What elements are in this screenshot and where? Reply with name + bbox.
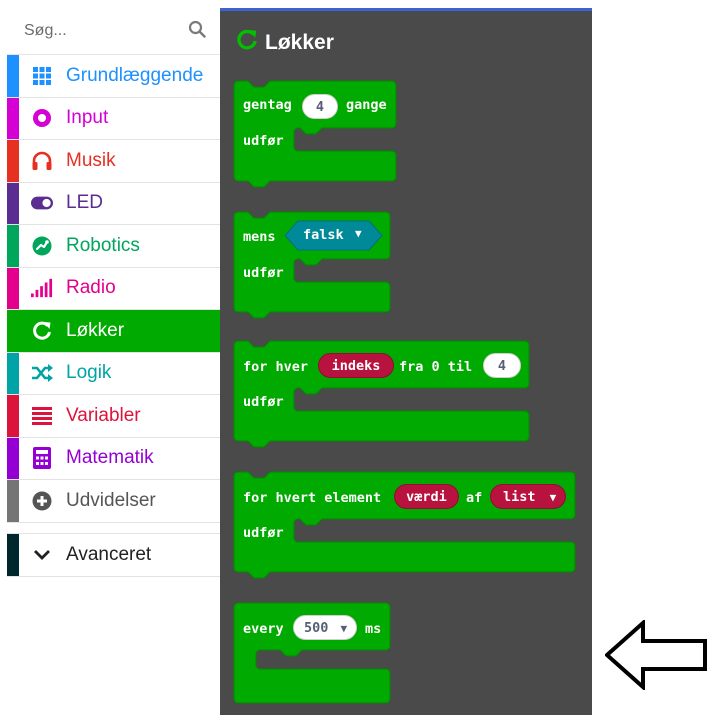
condition-hexagon-shape xyxy=(284,220,383,251)
category-musik[interactable]: Musik xyxy=(7,140,220,183)
calculator-icon xyxy=(31,447,53,470)
category-loekker[interactable]: Løkker xyxy=(7,310,220,353)
category-grundlaeggende[interactable]: Grundlæggende xyxy=(7,55,220,98)
category-color-strip xyxy=(7,140,19,182)
refresh-icon xyxy=(235,28,259,58)
plus-circle-icon xyxy=(31,490,53,512)
every-keyword: every xyxy=(243,621,284,637)
category-color-strip xyxy=(7,182,19,224)
repeat-block-shape xyxy=(233,80,397,188)
left-arrow-icon xyxy=(603,618,709,695)
category-udvidelser[interactable]: Udvidelser xyxy=(7,480,220,523)
category-label: Avanceret xyxy=(66,543,152,565)
for-each-keyword: for hvert element xyxy=(243,490,382,506)
interval-value: 500 xyxy=(304,620,329,636)
category-label: LED xyxy=(66,192,103,214)
for-of-block-shape xyxy=(233,471,576,579)
index-variable-pill[interactable]: indeks xyxy=(318,353,394,378)
for-index-block-shape xyxy=(233,340,530,448)
headphones-icon xyxy=(31,150,53,172)
category-label: Radio xyxy=(66,277,116,299)
repeat-count-input[interactable]: 4 xyxy=(302,94,338,119)
toggle-icon xyxy=(31,192,53,214)
category-label: Robotics xyxy=(66,234,140,256)
category-color-strip xyxy=(7,267,19,309)
category-variabler[interactable]: Variabler xyxy=(7,395,220,438)
shuffle-icon xyxy=(31,362,53,384)
repeat-keyword: gentag xyxy=(243,97,292,113)
category-color-strip xyxy=(7,395,19,437)
search-box[interactable]: Søg... xyxy=(7,8,220,55)
category-logik[interactable]: Logik xyxy=(7,352,220,395)
category-radio[interactable]: Radio xyxy=(7,267,220,310)
category-matematik[interactable]: Matematik xyxy=(7,437,220,480)
for-range-label: fra 0 til xyxy=(399,359,473,375)
list-dropdown[interactable]: list ▼ xyxy=(490,484,566,509)
flyout-title: Løkker xyxy=(235,28,334,58)
chevron-down-icon xyxy=(31,544,53,566)
category-color-strip xyxy=(7,97,19,139)
signal-bars-icon xyxy=(31,277,53,299)
repeat-do-label: udfør xyxy=(243,133,284,149)
category-label: Variabler xyxy=(66,404,141,426)
search-icon[interactable] xyxy=(188,20,206,43)
category-label: Logik xyxy=(66,362,112,384)
category-robotics[interactable]: Robotics xyxy=(7,225,220,268)
every-block[interactable]: every 500 ▼ ms xyxy=(233,602,394,709)
every-unit-label: ms xyxy=(365,621,382,637)
repeat-block[interactable]: gentag 4 gange udfør xyxy=(233,80,399,193)
list-dropdown-value: list xyxy=(503,489,536,505)
flyout-title-label: Løkker xyxy=(265,31,334,54)
dropdown-caret-icon: ▼ xyxy=(549,491,557,504)
condition-dropdown[interactable]: falsk ▼ xyxy=(284,220,383,251)
blocks-flyout: Løkker gentag 4 gange udfør mens falsk ▼… xyxy=(220,8,592,715)
category-color-strip xyxy=(7,533,19,576)
while-block[interactable]: mens falsk ▼ udfør xyxy=(233,211,394,322)
input-circle-icon xyxy=(31,107,53,129)
category-led[interactable]: LED xyxy=(7,182,220,225)
value-variable-pill[interactable]: værdi xyxy=(394,484,459,509)
category-label: Input xyxy=(66,107,109,129)
category-label: Grundlæggende xyxy=(66,64,204,86)
for-keyword: for hver xyxy=(243,359,309,375)
category-color-strip xyxy=(7,352,19,394)
condition-value: falsk xyxy=(303,227,344,243)
category-label: Udvidelser xyxy=(66,489,156,511)
dropdown-caret-icon: ▼ xyxy=(340,622,348,635)
category-label: Løkker xyxy=(66,319,125,341)
while-keyword: mens xyxy=(243,229,276,245)
list-lines-icon xyxy=(31,405,53,427)
for-of-label: af xyxy=(466,490,483,506)
category-color-strip xyxy=(7,225,19,267)
category-label: Musik xyxy=(66,149,116,171)
for-index-block[interactable]: for hver indeks fra 0 til 4 udfør xyxy=(233,340,534,453)
for-of-block[interactable]: for hvert element værdi af list ▼ udfør xyxy=(233,471,579,584)
category-color-strip xyxy=(7,437,19,479)
refresh-icon xyxy=(31,320,53,342)
for-do-label: udfør xyxy=(243,394,284,410)
category-avanceret[interactable]: Avanceret xyxy=(7,532,220,577)
dropdown-caret-icon: ▼ xyxy=(355,227,362,240)
repeat-unit-label: gange xyxy=(346,97,387,113)
search-input[interactable]: Søg... xyxy=(24,22,67,39)
category-color-strip xyxy=(7,310,19,352)
robotics-icon xyxy=(31,235,53,257)
category-color-strip xyxy=(7,55,19,97)
category-label: Matematik xyxy=(66,447,154,469)
interval-dropdown[interactable]: 500 ▼ xyxy=(293,615,357,640)
toolbox-sidebar: Søg... Grundlæggende Input Musik LED xyxy=(7,8,221,715)
grid-icon xyxy=(31,65,53,87)
while-do-label: udfør xyxy=(243,265,284,281)
category-color-strip xyxy=(7,480,19,522)
for-to-input[interactable]: 4 xyxy=(483,353,521,378)
category-input[interactable]: Input xyxy=(7,97,220,140)
for-of-do-label: udfør xyxy=(243,525,284,541)
